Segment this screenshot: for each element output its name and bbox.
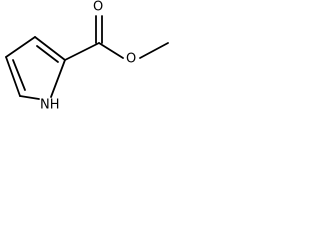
pyrrole-ring bbox=[5, 36, 66, 100]
bond-c5-n1 bbox=[19, 95, 40, 100]
bond-ester-o-methyl bbox=[139, 42, 169, 59]
bond-n1-c2 bbox=[50, 59, 66, 98]
bond-c2-c3 bbox=[34, 36, 66, 61]
molecule-structure: O O NH bbox=[5, 0, 169, 113]
ester-group bbox=[64, 15, 169, 61]
bond-c2-c3-inner bbox=[36, 45, 59, 63]
carbonyl-oxygen-label: O bbox=[93, 0, 103, 15]
bond-c4-c5-inner bbox=[12, 59, 26, 91]
ring-nitrogen-label: NH bbox=[40, 98, 60, 113]
bond-c3-c4 bbox=[5, 36, 36, 58]
bond-carbonyl-ester-o bbox=[98, 42, 124, 59]
bond-c2-carbonyl bbox=[64, 42, 100, 61]
bond-c4-c5 bbox=[5, 56, 21, 97]
ester-oxygen-label: O bbox=[126, 52, 136, 67]
